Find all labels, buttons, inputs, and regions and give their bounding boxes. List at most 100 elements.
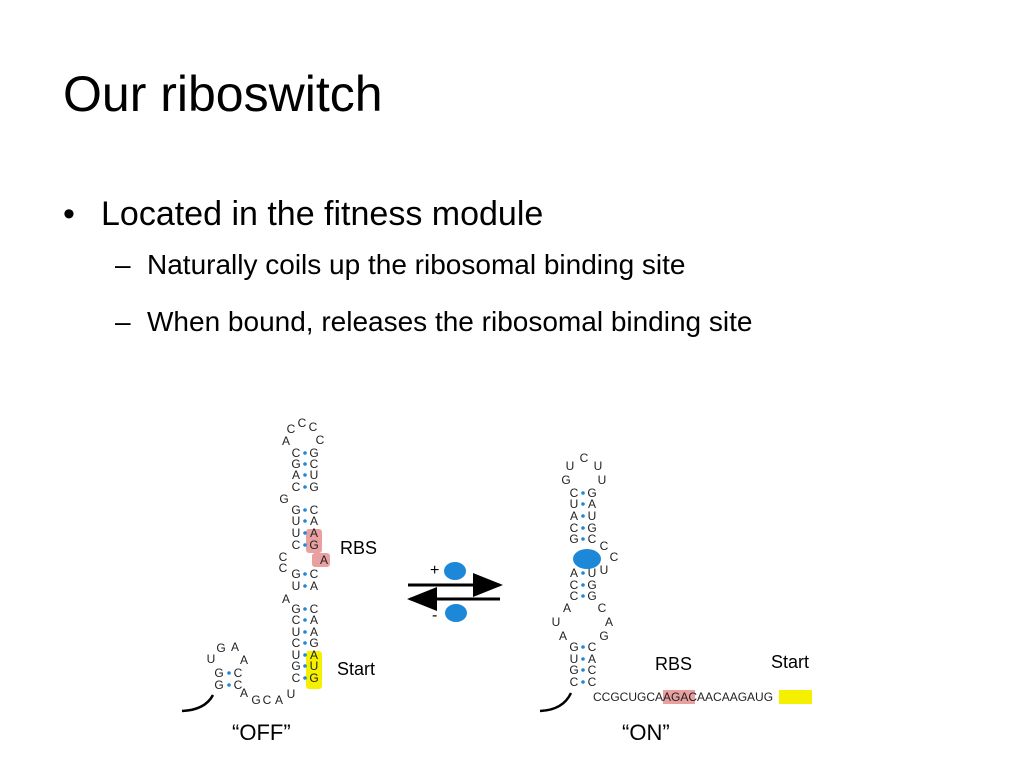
stem-nucleotide: G (587, 578, 596, 592)
base-pair-dot (303, 618, 307, 622)
bulge-nucleotide: C (600, 539, 609, 553)
stem-nucleotide: U (310, 468, 319, 482)
stem-nucleotide: A (310, 613, 318, 627)
base-pair-dot (303, 572, 307, 576)
base-pair-dot (303, 664, 307, 668)
loop-nucleotide: C (580, 451, 589, 465)
stem-nucleotide: A (310, 526, 318, 540)
base-pair-dot (303, 485, 307, 489)
base-pair-dot (581, 491, 585, 495)
rbs-highlight (306, 529, 322, 553)
loop-nucleotide: U (566, 459, 575, 473)
stem-nucleotide: A (292, 468, 300, 482)
stem-nucleotide: C (570, 589, 579, 603)
stem-nucleotide: C (234, 666, 243, 680)
stem-nucleotide: C (292, 671, 301, 685)
off-rbs-label: RBS (340, 538, 377, 558)
on-state-label: “ON” (622, 720, 670, 745)
stem-nucleotide: U (292, 526, 301, 540)
linker-nucleotide: C (263, 693, 272, 707)
base-pair-dot (303, 630, 307, 634)
stem-nucleotide: U (292, 648, 301, 662)
rbs-nucleotide: A (320, 553, 328, 567)
stem-nucleotide: C (292, 613, 301, 627)
stem-nucleotide: G (291, 567, 300, 581)
stem-nucleotide: G (309, 671, 318, 685)
base-pair-dot (303, 473, 307, 477)
loop-nucleotide: C (287, 422, 296, 436)
stem-nucleotide: A (570, 509, 578, 523)
sub-bullet-marker: – (115, 306, 131, 337)
base-pair-dot (303, 462, 307, 466)
stem-nucleotide: A (310, 514, 318, 528)
loop-nucleotide: C (316, 433, 325, 447)
stem-nucleotide: G (569, 663, 578, 677)
base-pair-dot (581, 583, 585, 587)
stem-nucleotide: G (587, 521, 596, 535)
stem-nucleotide: A (310, 579, 318, 593)
base-pair-dot (581, 526, 585, 530)
on-start-label: Start (771, 652, 809, 672)
stem-nucleotide: C (570, 578, 579, 592)
base-pair-dot (581, 537, 585, 541)
stem-nucleotide: G (309, 480, 318, 494)
stem-nucleotide: C (310, 503, 319, 517)
bulge-nucleotide: U (600, 563, 609, 577)
stem-nucleotide: A (588, 652, 596, 666)
linker-nucleotide: A (240, 686, 248, 700)
stem-nucleotide: C (292, 636, 301, 650)
linker-nucleotide: G (251, 693, 260, 707)
stem-nucleotide: U (292, 625, 301, 639)
base-pair-dot (303, 451, 307, 455)
stem-nucleotide: C (310, 457, 319, 471)
base-pair-dot (303, 607, 307, 611)
bound-ligand-icon (573, 549, 601, 569)
base-pair-dot (303, 584, 307, 588)
stem-nucleotide: U (588, 566, 597, 580)
start-codon-highlight (779, 690, 812, 704)
stem-nucleotide: A (310, 648, 318, 662)
bullet-text: Located in the fitness module (101, 195, 544, 233)
loop-nucleotide: U (598, 473, 607, 487)
off-start-label: Start (337, 659, 375, 679)
stem-nucleotide: G (309, 446, 318, 460)
bulge-nucleotide: C (598, 601, 607, 615)
bulge-nucleotide: A (559, 629, 567, 643)
loop-nucleotide: U (594, 459, 603, 473)
loop-nucleotide: A (282, 434, 290, 448)
base-pair-dot (581, 645, 585, 649)
seq-rbs: AAG (655, 690, 680, 704)
base-pair-dot (303, 508, 307, 512)
equilibrium-arrows: + - (407, 562, 503, 624)
stem-nucleotide: C (292, 538, 301, 552)
stem-nucleotide: U (292, 514, 301, 528)
minus-sign: - (432, 607, 437, 624)
bulge-nucleotide: A (282, 592, 290, 606)
bulge-nucleotide: A (563, 601, 571, 615)
stem-nucleotide: G (291, 602, 300, 616)
stem-nucleotide: G (587, 589, 596, 603)
bulge-nucleotide: A (605, 615, 613, 629)
stem-nucleotide: U (570, 652, 579, 666)
stem-nucleotide: G (291, 457, 300, 471)
stem-nucleotide: C (588, 532, 597, 546)
stem-nucleotide: C (570, 486, 579, 500)
stem-nucleotide: U (570, 497, 579, 511)
seq-part: CCGCUGC (593, 690, 655, 704)
stem-nucleotide: G (291, 659, 300, 673)
linker-nucleotide: U (287, 687, 296, 701)
start-codon-highlight (306, 651, 322, 689)
base-pair-dot (581, 668, 585, 672)
stem-nucleotide: G (291, 503, 300, 517)
stem-nucleotide: U (292, 579, 301, 593)
slide-title: Our riboswitch (63, 66, 383, 122)
base-pair-dot (227, 683, 231, 687)
sub-bullet-marker: – (115, 249, 131, 280)
stem-nucleotide: G (309, 636, 318, 650)
bulge-nucleotide: C (279, 561, 288, 575)
loop-nucleotide: G (216, 641, 225, 655)
base-pair-dot (303, 676, 307, 680)
stem-nucleotide: U (310, 659, 319, 673)
